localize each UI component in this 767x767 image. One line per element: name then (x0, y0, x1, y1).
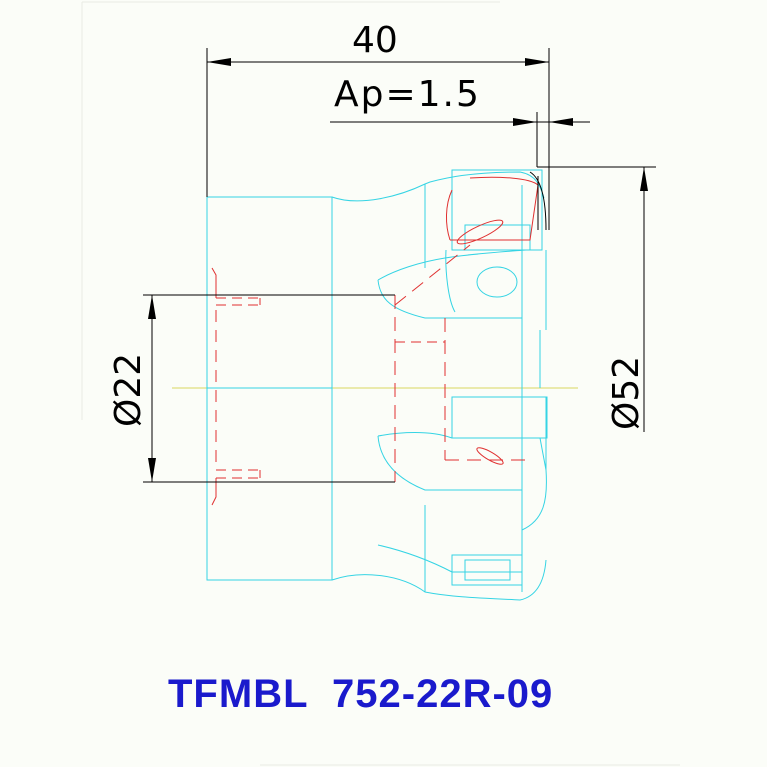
dimension-lines (143, 48, 656, 483)
tool-body-outline (206, 169, 548, 601)
outer-diameter-label: Ø52 (606, 355, 647, 430)
part-number-title: TFMBL 752-22R-09 (168, 672, 554, 716)
ap-dimension-label: Ap=1.5 (334, 74, 481, 115)
length-dimension-label: 40 (352, 20, 398, 61)
bore-diameter-label: Ø22 (108, 352, 149, 427)
hidden-lines (211, 176, 539, 506)
dimension-arrows (148, 58, 648, 482)
